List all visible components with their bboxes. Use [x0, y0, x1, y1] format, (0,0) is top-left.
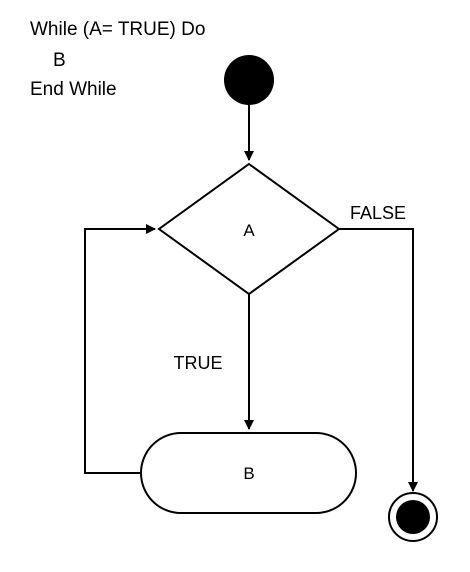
- false-branch-arrow: [339, 228, 418, 492]
- loop-back-arrow: [84, 224, 156, 474]
- process-label: B: [243, 464, 254, 483]
- decision-label: A: [243, 221, 255, 240]
- end-node-inner: [396, 500, 430, 534]
- pseudocode-line-end: End While: [30, 79, 117, 100]
- true-branch-label: TRUE: [174, 353, 223, 373]
- false-branch-label: FALSE: [350, 203, 406, 223]
- pseudocode-line-while: While (A= TRUE) Do: [30, 19, 206, 40]
- start-node: [224, 55, 274, 105]
- pseudocode-line-body: B: [53, 50, 66, 71]
